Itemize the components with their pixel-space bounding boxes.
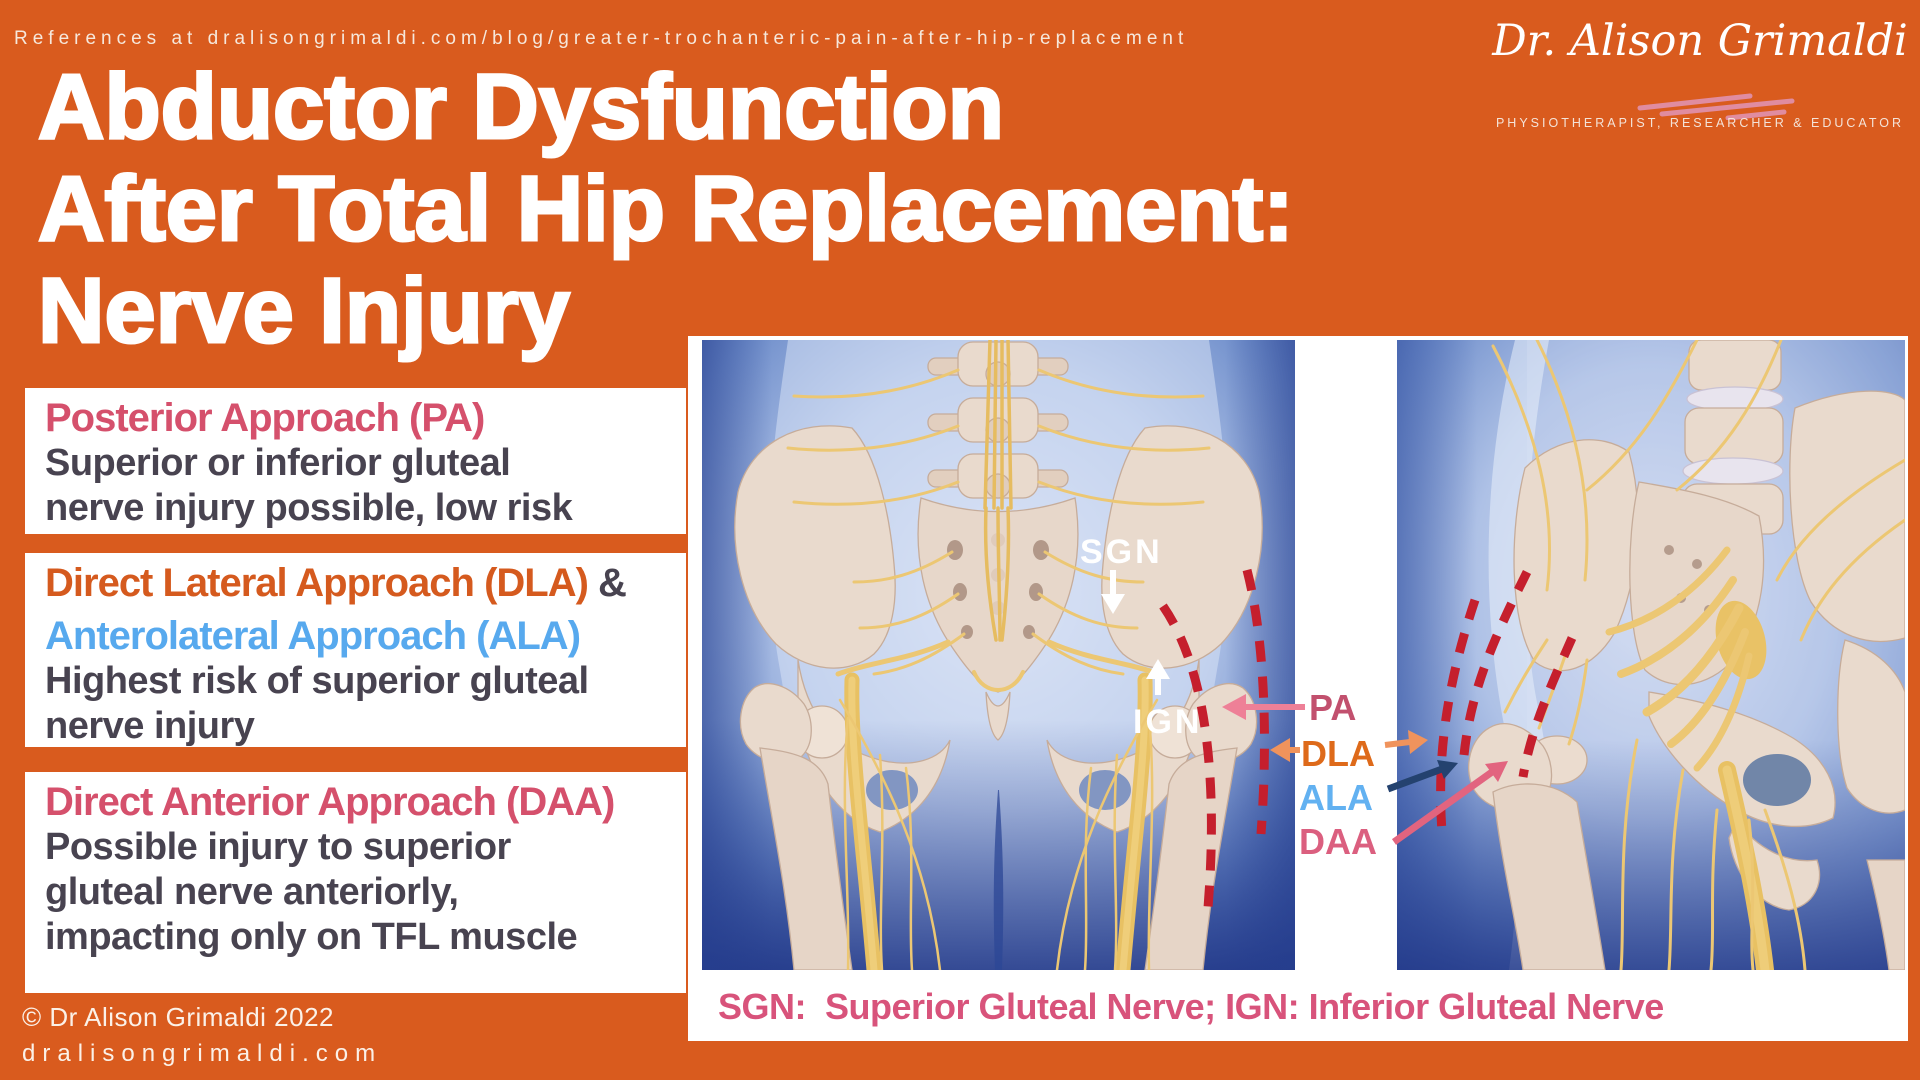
info-box-anterior-approach: Direct Anterior Approach (DAA) Possible … (25, 772, 686, 993)
figure-panel: SGN IGN PA DLA ALA DAA SGN: Superior Glu… (688, 336, 1908, 1041)
sgn-label: SGN (1080, 533, 1163, 571)
box1-title: Posterior Approach (PA) (45, 396, 485, 440)
title-line-2: After Total Hip Replacement: (37, 157, 1296, 262)
box2-body-line1: Highest risk of superior gluteal (45, 660, 589, 702)
posterior-pelvis-illustration (702, 340, 1295, 970)
box2-ampersand: & (587, 561, 627, 605)
daa-label: DAA (1299, 821, 1377, 862)
box1-body-line2: nerve injury possible, low risk (45, 487, 573, 529)
pa-label: PA (1309, 687, 1357, 728)
box3-body-line3: impacting only on TFL muscle (45, 916, 578, 958)
ala-label: ALA (1299, 777, 1373, 818)
website-text: dralisongrimaldi.com (22, 1040, 383, 1067)
info-box-lateral-approaches: Direct Lateral Approach (DLA) & Anterola… (25, 553, 686, 747)
title-line-1: Abductor Dysfunction (37, 55, 1006, 160)
box2-body-line2: nerve injury (45, 705, 255, 747)
title-line-3: Nerve Injury (37, 259, 572, 364)
box2-title2: Anterolateral Approach (ALA) (45, 614, 581, 658)
box2-title-row: Direct Lateral Approach (DLA) & (45, 561, 686, 614)
box2-title: Direct Lateral Approach (DLA) (45, 561, 589, 605)
logo-underline-flourish (1637, 93, 1795, 120)
page-title: Abductor Dysfunction After Total Hip Rep… (37, 55, 1296, 364)
box3-body-line1: Possible injury to superior (45, 826, 511, 868)
box1-body-line1: Superior or inferior gluteal (45, 442, 511, 484)
references-url: References at dralisongrimaldi.com/blog/… (14, 28, 1189, 49)
info-box-posterior-approach: Posterior Approach (PA) Superior or infe… (25, 388, 686, 534)
box3-title: Direct Anterior Approach (DAA) (45, 780, 615, 824)
box3-body-line2: gluteal nerve anteriorly, (45, 871, 459, 913)
anterolateral-pelvis-illustration (1397, 340, 1905, 970)
logo-script-name: Dr. Alison Grimaldi (1492, 16, 1908, 66)
figure-caption: SGN: Superior Gluteal Nerve; IGN: Inferi… (718, 986, 1664, 1027)
copyright-text: © Dr Alison Grimaldi 2022 (22, 1002, 334, 1032)
ign-label: IGN (1133, 703, 1203, 741)
logo-tagline: PHYSIOTHERAPIST, RESEARCHER & EDUCATOR (1495, 116, 1905, 130)
dla-label: DLA (1301, 733, 1375, 774)
